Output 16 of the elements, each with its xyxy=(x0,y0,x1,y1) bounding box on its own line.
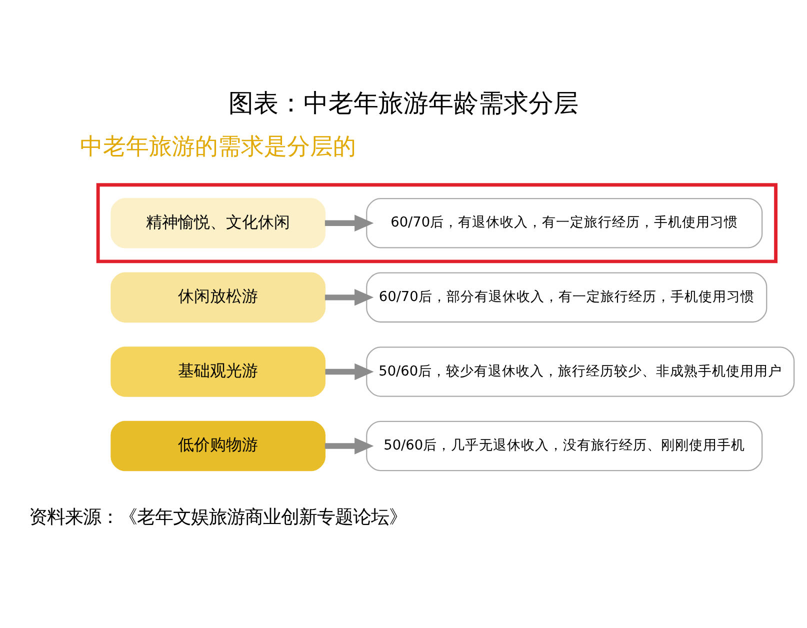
node-box: 休闲放松游 xyxy=(110,272,326,323)
cluster xyxy=(96,183,778,264)
arrow xyxy=(324,289,374,306)
label: 中老年旅游的需求是分层的 xyxy=(80,134,356,160)
node-box: 60/70后，部分有退休收入，有一定旅行经历，手机使用习惯 xyxy=(366,272,768,323)
node-box: 低价购物游 xyxy=(110,420,326,472)
arrow xyxy=(324,438,374,454)
node-box: 60/70后，有退休收入，有一定旅行经历，手机使用习惯 xyxy=(366,198,763,248)
diagram-title: 图表：中老年旅游年龄需求分层 xyxy=(228,88,578,118)
caption: 资料来源：《老年文娱旅游商业创新专题论坛》 xyxy=(29,506,408,528)
arrow xyxy=(325,363,374,380)
node-box: 50/60后，几乎无退休收入，没有旅行经历、刚刚使用手机 xyxy=(366,420,763,472)
node-box: 50/60后，较少有退休收入，旅行经历较少、非成熟手机使用用户 xyxy=(366,346,795,397)
node-box: 基础观光游 xyxy=(110,346,326,397)
node-box: 精神愉悦、文化休闲 xyxy=(110,198,326,248)
arrow xyxy=(324,214,374,232)
